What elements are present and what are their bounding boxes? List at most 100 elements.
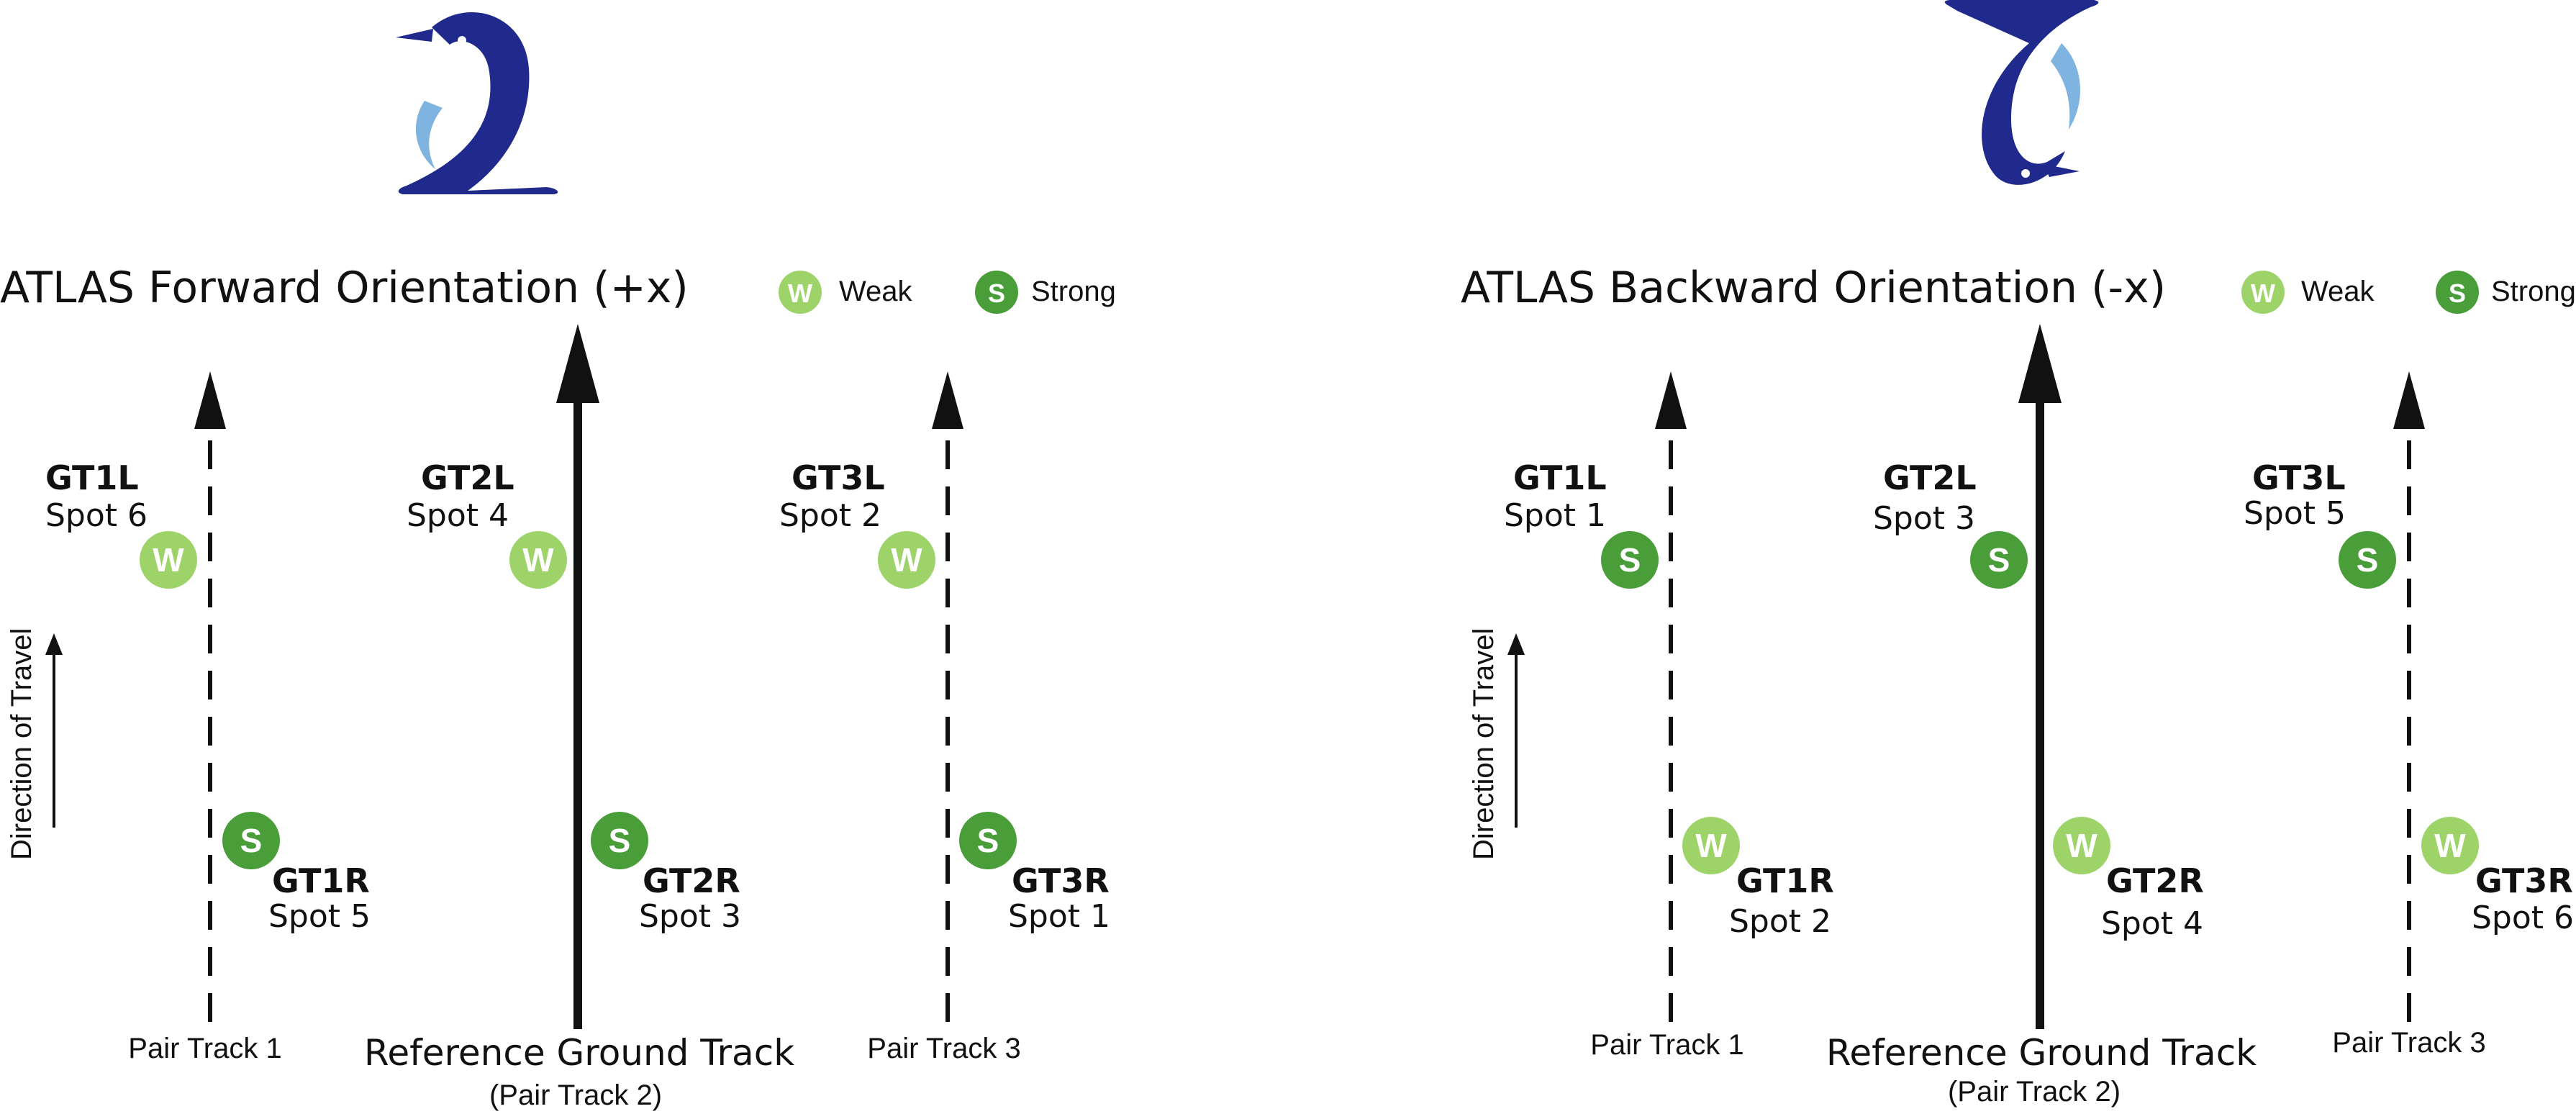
penguin-wing: [416, 101, 443, 169]
beam-left-letter: W: [153, 541, 184, 579]
spot-right-label: Spot 3: [639, 898, 741, 935]
beam-right-letter: S: [977, 822, 999, 859]
beam-right-letter: W: [2066, 827, 2097, 864]
gt-right-label: GT2R: [2106, 861, 2204, 900]
spot-left-label: Spot 6: [45, 497, 148, 534]
beam-right-badge: [591, 812, 648, 869]
penguin-beak: [396, 29, 433, 42]
gt-left-label: GT3L: [792, 458, 885, 497]
beam-right-badge: [1682, 817, 1740, 874]
legend-weak-label: Weak: [2301, 276, 2375, 307]
beam-left-letter: S: [2357, 541, 2379, 579]
legend-strong-letter: S: [2449, 278, 2466, 308]
pair-track-label: Pair Track 1: [1590, 1029, 1743, 1061]
forward-track-1: GT1L Spot 6 W S GT1R Spot 5 Pair Track 1: [45, 371, 371, 1064]
gt-right-label: GT1R: [272, 861, 370, 900]
penguin-eye: [458, 36, 467, 45]
forward-legend: W Weak S Strong: [779, 271, 1116, 314]
legend-weak-badge: [2241, 271, 2285, 314]
reference-ground-track-label: Reference Ground Track: [1826, 1032, 2257, 1074]
forward-title: ATLAS Forward Orientation (+x): [0, 263, 689, 313]
legend-weak-label: Weak: [839, 276, 913, 307]
beam-right-badge: [2421, 817, 2479, 874]
backward-panel: ATLAS Backward Orientation (-x) W Weak S…: [1461, 0, 2576, 1108]
penguin-body: [1944, 0, 2099, 185]
backward-title: ATLAS Backward Orientation (-x): [1461, 263, 2166, 313]
gt-right-label: GT3R: [1012, 861, 1110, 900]
beam-right-letter: S: [240, 822, 263, 859]
pair-track-2-label: (Pair Track 2): [489, 1079, 662, 1111]
spot-left-label: Spot 1: [1504, 497, 1606, 534]
backward-track-2: GT2L Spot 3 S W GT2R Spot 4 Reference Gr…: [1826, 324, 2257, 1108]
spot-left-label: Spot 2: [779, 497, 881, 534]
forward-track-3: GT3L Spot 2 W S GT3R Spot 1 Pair Track 3: [779, 371, 1110, 1064]
legend-weak-badge: [779, 271, 822, 314]
spot-left-label: Spot 5: [2244, 495, 2346, 532]
track-arrow-head: [556, 324, 599, 403]
beam-right-letter: W: [1695, 827, 1727, 864]
track-arrow-head: [2018, 324, 2062, 403]
gt-right-label: GT1R: [1736, 861, 1834, 900]
penguin-beak: [2044, 164, 2080, 177]
beam-left-badge: [1970, 531, 2028, 589]
beam-left-letter: S: [1619, 541, 1641, 579]
penguin-body: [398, 12, 558, 194]
penguin-facing-right-logo: [396, 12, 558, 194]
penguin-wing: [2051, 43, 2081, 130]
track-arrow-head: [194, 371, 226, 429]
backward-legend: W Weak S Strong: [2241, 271, 2576, 314]
track-arrow-head: [2393, 371, 2425, 429]
beam-left-letter: W: [522, 541, 554, 579]
direction-arrow-head: [45, 633, 63, 655]
beam-right-letter: W: [2434, 827, 2466, 864]
legend-weak-letter: W: [2251, 278, 2275, 308]
forward-direction-of-travel: Direction of Travel: [6, 628, 63, 860]
spot-right-label: Spot 5: [268, 898, 371, 935]
forward-panel: ATLAS Forward Orientation (+x) W Weak S …: [0, 12, 1116, 1111]
forward-track-2: GT2L Spot 4 W S GT2R Spot 3 Reference Gr…: [364, 324, 794, 1111]
legend-strong-letter: S: [988, 278, 1005, 308]
direction-label: Direction of Travel: [1468, 628, 1500, 860]
penguin-eye: [2021, 169, 2031, 178]
gt-right-label: GT3R: [2475, 861, 2573, 900]
spot-left-label: Spot 4: [407, 497, 509, 534]
beam-left-badge: [878, 531, 935, 589]
backward-track-3: GT3L Spot 5 S W GT3R Spot 6 Pair Track 3: [2244, 371, 2574, 1059]
beam-left-badge: [509, 531, 567, 589]
legend-strong-badge: [2436, 271, 2479, 314]
beam-left-badge: [2339, 531, 2396, 589]
spot-right-label: Spot 6: [2472, 900, 2574, 936]
pair-track-2-label: (Pair Track 2): [1948, 1076, 2121, 1108]
beam-right-badge: [222, 812, 280, 869]
direction-label: Direction of Travel: [6, 628, 37, 860]
spot-right-label: Spot 1: [1008, 898, 1110, 935]
legend-strong-badge: [975, 271, 1018, 314]
pair-track-label: Pair Track 3: [867, 1033, 1020, 1064]
track-arrow-head: [932, 371, 963, 429]
backward-track-1: GT1L Spot 1 S W GT1R Spot 2 Pair Track 1: [1504, 371, 1834, 1061]
penguin-upside-down-logo: [1944, 0, 2099, 185]
gt-left-label: GT2L: [1883, 458, 1977, 497]
beam-left-letter: S: [1988, 541, 2010, 579]
pair-track-label: Pair Track 3: [2332, 1027, 2485, 1059]
pair-track-label: Pair Track 1: [128, 1033, 281, 1064]
backward-direction-of-travel: Direction of Travel: [1468, 628, 1525, 860]
gt-right-label: GT2R: [643, 861, 740, 900]
track-arrow-head: [1655, 371, 1687, 429]
reference-ground-track-label: Reference Ground Track: [364, 1032, 794, 1074]
beam-left-letter: W: [891, 541, 922, 579]
spot-left-label: Spot 3: [1873, 500, 1975, 537]
beam-right-letter: S: [609, 822, 631, 859]
spot-right-label: Spot 2: [1729, 903, 1831, 940]
beam-left-badge: [1601, 531, 1659, 589]
gt-left-label: GT1L: [45, 458, 139, 497]
legend-strong-label: Strong: [2491, 276, 2576, 307]
beam-right-badge: [2053, 817, 2110, 874]
gt-left-label: GT3L: [2252, 458, 2346, 497]
beam-left-badge: [140, 531, 197, 589]
direction-arrow-head: [1507, 633, 1525, 655]
beam-right-badge: [959, 812, 1017, 869]
spot-right-label: Spot 4: [2101, 905, 2203, 942]
legend-weak-letter: W: [788, 278, 812, 308]
